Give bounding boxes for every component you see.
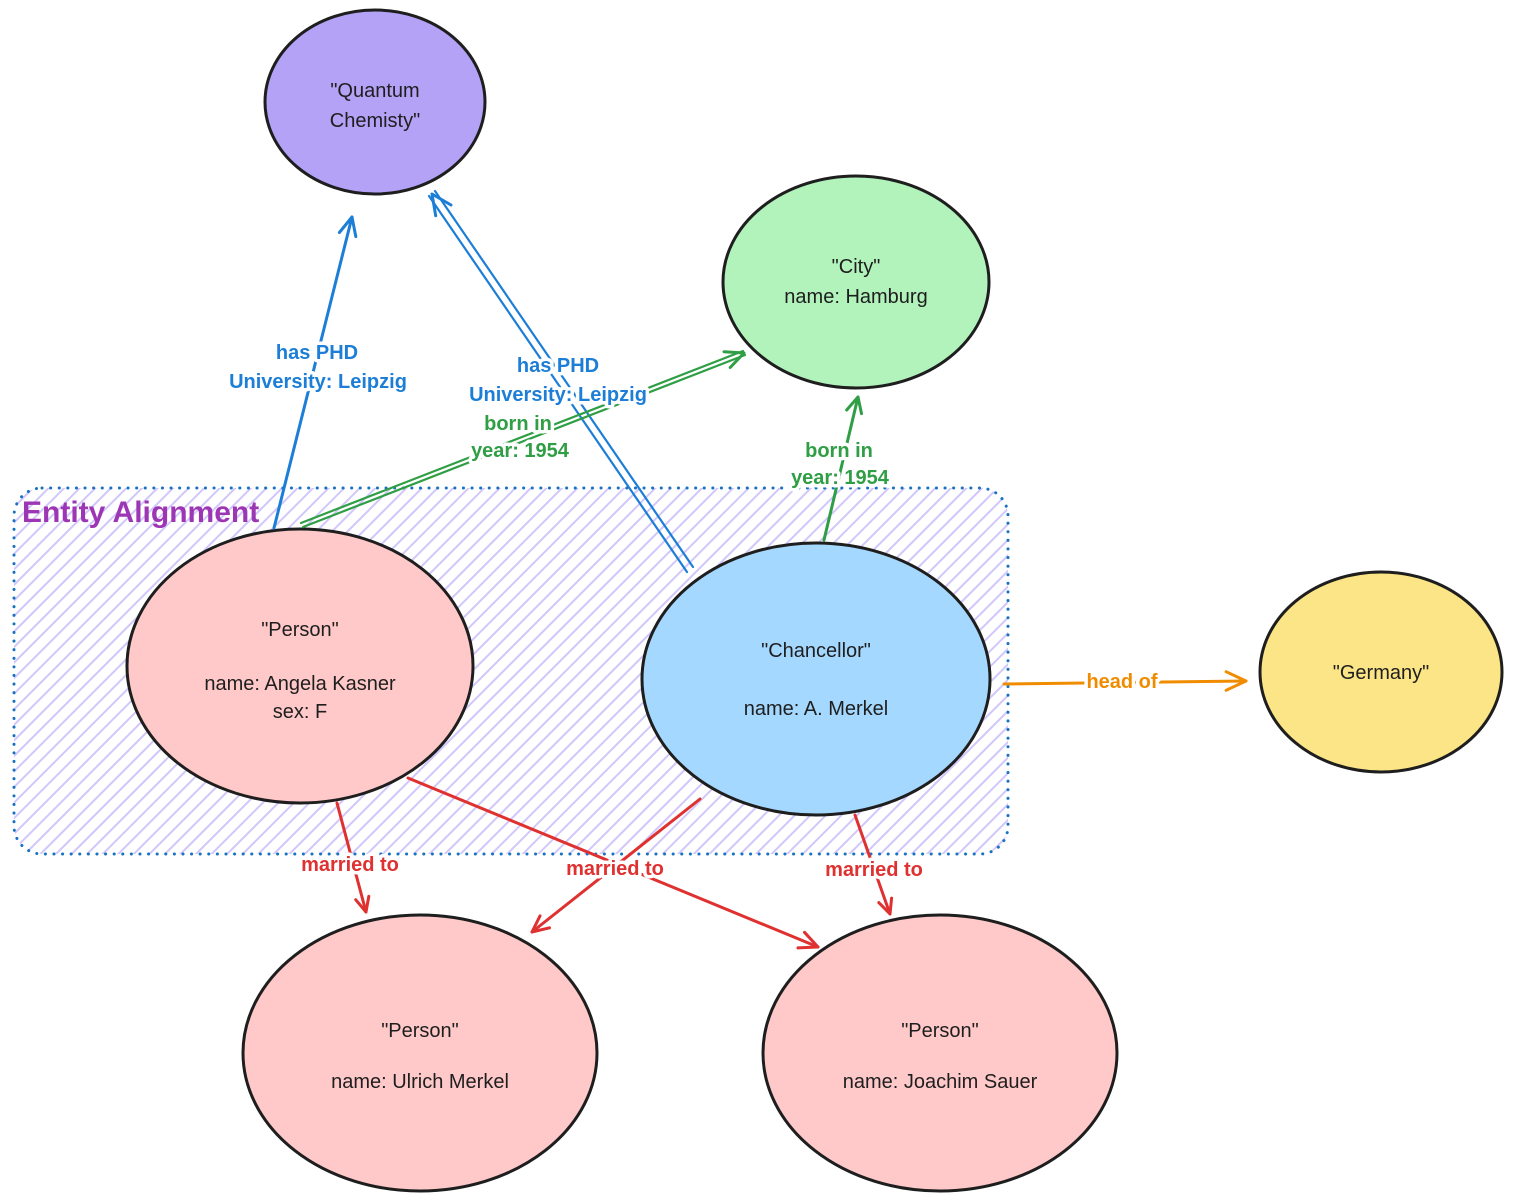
edge-label-angela-has-phd-1: has PHD [276, 342, 358, 364]
arrow-head [877, 896, 894, 916]
arrow-line[interactable] [272, 215, 354, 530]
node-person-ulrich-shape[interactable] [241, 913, 599, 1193]
edge-label-chancellor-born-in-2: year: 1954 [791, 467, 890, 489]
node-label: "Person" [901, 1020, 979, 1042]
edge-label-head-of: head of [1086, 671, 1157, 693]
arrow-head [845, 395, 863, 416]
node-label: "Germany" [1333, 662, 1429, 684]
edge-label-angela-born-in-2: year: 1954 [471, 440, 570, 462]
edge-label-married-to-2: married to [566, 858, 664, 880]
node-germany[interactable]: "Germany" [1258, 570, 1504, 774]
arrow-line[interactable] [822, 395, 860, 542]
arrow-line[interactable] [853, 813, 892, 916]
node-label: "Quantum [330, 80, 419, 102]
arrow-head [430, 192, 453, 218]
node-quantum-chemistry-shape[interactable] [263, 8, 487, 196]
edge-label-married-to-3: married to [825, 859, 923, 881]
edge-chancellor-married-to-ulrich[interactable] [530, 797, 702, 934]
edge-label-angela-born-in-1: born in [484, 413, 552, 435]
node-label: name: Joachim Sauer [843, 1071, 1038, 1093]
entity-alignment-label: Entity Alignment [22, 496, 259, 529]
node-person-ulrich[interactable]: "Person" name: Ulrich Merkel [241, 913, 599, 1193]
node-label: name: A. Merkel [744, 698, 889, 720]
arrow-line[interactable] [301, 353, 747, 529]
arrow-line[interactable] [335, 801, 368, 914]
node-label: name: Hamburg [784, 286, 927, 308]
node-city[interactable]: "City" name: Hamburg [721, 174, 991, 390]
node-label: Chemisty" [330, 110, 420, 132]
node-germany-shape[interactable] [1258, 570, 1504, 774]
edge-chancellor-has-phd[interactable] [427, 189, 695, 574]
node-person-joachim[interactable]: "Person" name: Joachim Sauer [761, 913, 1119, 1193]
node-person-joachim-shape[interactable] [761, 913, 1119, 1193]
arrow-line[interactable] [427, 194, 689, 574]
edge-angela-has-phd[interactable] [272, 215, 358, 530]
edge-angela-married-to-joachim[interactable] [406, 776, 820, 950]
node-quantum-chemistry[interactable]: "Quantum Chemisty" [263, 8, 487, 196]
arrow-line[interactable] [433, 189, 695, 569]
edge-label-chancellor-has-phd-2: University: Leipzig [469, 384, 647, 406]
arrow-line[interactable] [1002, 679, 1248, 686]
node-label: "Chancellor" [761, 640, 871, 662]
node-label: name: Ulrich Merkel [331, 1071, 509, 1093]
arrow-head [530, 914, 551, 934]
arrow-line[interactable] [530, 797, 702, 934]
edge-label-chancellor-born-in-1: born in [805, 440, 873, 462]
node-city-shape[interactable] [721, 174, 991, 390]
node-person-angela-shape[interactable] [125, 527, 475, 805]
arrow-head [354, 894, 371, 914]
node-label: "City" [832, 256, 881, 278]
node-label: "Person" [261, 619, 339, 641]
arrow-line[interactable] [299, 349, 745, 525]
node-chancellor-shape[interactable] [640, 541, 992, 817]
arrow-line[interactable] [406, 776, 820, 949]
edge-label-angela-has-phd-2: University: Leipzig [229, 371, 407, 393]
node-chancellor[interactable]: "Chancellor" name: A. Merkel [640, 541, 992, 817]
node-person-angela[interactable]: "Person" name: Angela Kasner sex: F [125, 527, 475, 805]
node-label: sex: F [273, 701, 327, 723]
arrow-head [1224, 670, 1248, 692]
arrow-head [796, 930, 820, 950]
edge-chancellor-head-of[interactable] [1002, 670, 1248, 692]
edge-chancellor-married-to-joachim[interactable] [853, 813, 894, 916]
edge-angela-married-to-ulrich[interactable] [335, 801, 371, 914]
node-label: name: Angela Kasner [204, 673, 396, 695]
arrow-head [722, 350, 746, 369]
arrow-head [337, 215, 358, 239]
node-label: "Person" [381, 1020, 459, 1042]
edge-label-chancellor-has-phd-1: has PHD [517, 355, 599, 377]
edge-chancellor-born-in[interactable] [822, 395, 863, 542]
edge-angela-born-in[interactable] [299, 349, 747, 529]
edge-label-married-to-1: married to [301, 854, 399, 876]
